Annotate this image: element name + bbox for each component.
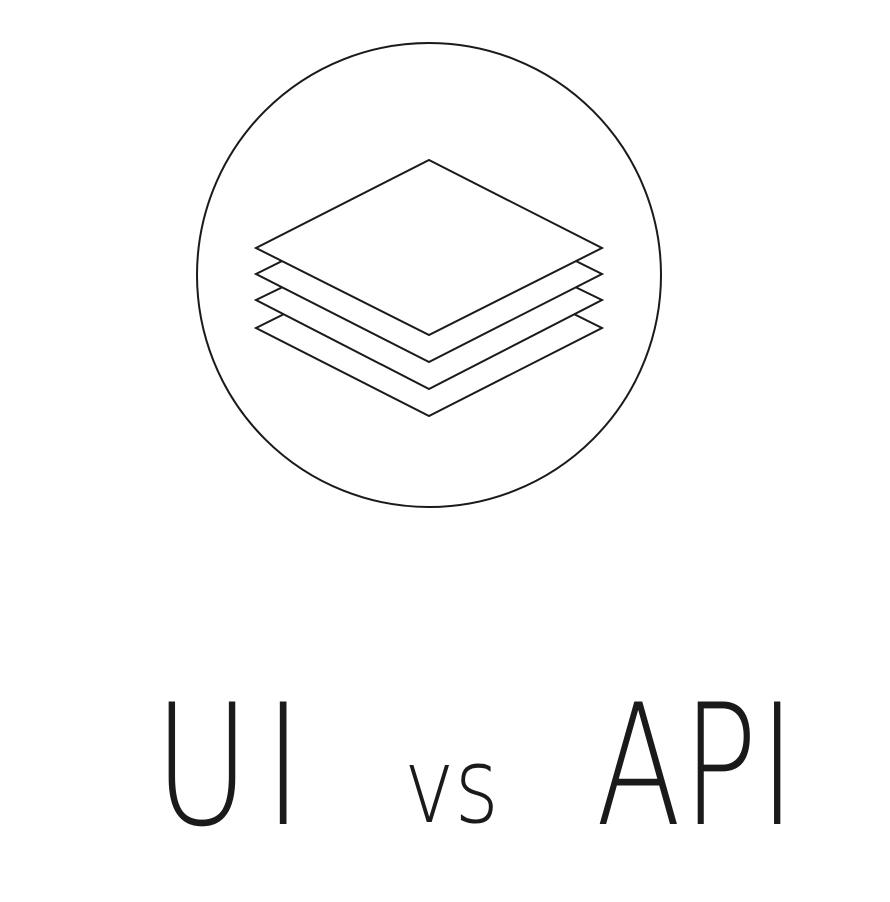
title-api: API xyxy=(596,668,798,864)
layers-icon xyxy=(253,158,605,418)
title-vs: vs xyxy=(404,725,499,847)
logo-circle xyxy=(196,42,662,508)
layers-logo xyxy=(196,42,662,508)
title-ui: UI xyxy=(154,668,317,864)
layer-sheet xyxy=(253,158,605,337)
